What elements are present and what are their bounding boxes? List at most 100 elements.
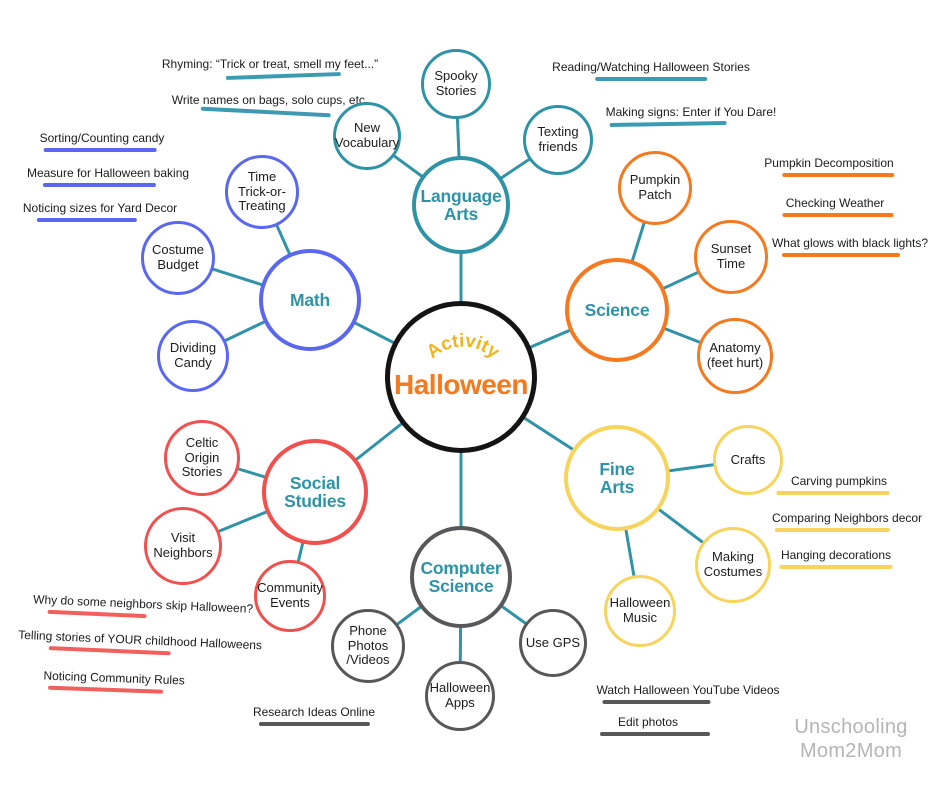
- annotation-underline-sorting-counting-candy: [43, 148, 157, 152]
- annotation-noticing-sizes: Noticing sizes for Yard Decor: [23, 201, 177, 222]
- node-label-making-costumes: Making Costumes: [703, 549, 763, 579]
- annotation-underline-measure-baking: [42, 183, 156, 187]
- annotation-reading-watching: Reading/Watching Halloween Stories: [552, 60, 750, 81]
- node-community-events[interactable]: Community Events: [254, 560, 326, 632]
- node-use-gps[interactable]: Use GPS: [519, 609, 587, 677]
- node-texting-friends[interactable]: Texting friends: [523, 105, 593, 175]
- node-costume-budget[interactable]: Costume Budget: [141, 221, 215, 295]
- node-dividing-candy[interactable]: Dividing Candy: [157, 320, 229, 392]
- node-label-spooky-stories: Spooky Stories: [434, 68, 478, 98]
- node-label-social-studies: Social Studies: [284, 472, 346, 511]
- node-new-vocabulary[interactable]: New Vocabulary: [333, 102, 401, 170]
- node-making-costumes[interactable]: Making Costumes: [695, 527, 771, 603]
- node-label-phone-photos-videos: Phone Photos /Videos: [346, 623, 390, 668]
- node-label-community-events: Community Events: [257, 580, 323, 610]
- node-visit-neighbors[interactable]: Visit Neighbors: [144, 507, 222, 585]
- annotation-black-lights: What glows with black lights?: [772, 236, 928, 257]
- node-label-anatomy-feet-hurt: Anatomy (feet hurt): [706, 340, 764, 370]
- center-badge-label: Activity: [422, 329, 504, 362]
- watermark-line1: Unschooling: [794, 716, 908, 738]
- node-label-visit-neighbors: Visit Neighbors: [153, 530, 213, 560]
- center-title: Halloween: [394, 369, 528, 400]
- node-label-language-arts: Language Arts: [420, 185, 502, 224]
- node-label-sunset-time: Sunset Time: [710, 241, 752, 271]
- node-label-crafts: Crafts: [730, 451, 766, 467]
- annotation-rhyming: Rhyming: “Trick or treat, smell my feet.…: [161, 57, 379, 80]
- annotation-comparing-decor: Comparing Neighbors decor: [772, 511, 922, 532]
- node-computer-science[interactable]: Computer Science: [410, 526, 512, 628]
- node-halloween-music[interactable]: Halloween Music: [604, 575, 676, 647]
- annotation-text-youtube-videos: Watch Halloween YouTube Videos: [596, 683, 780, 697]
- annotation-text-reading-watching: Reading/Watching Halloween Stories: [552, 60, 750, 74]
- annotation-text-research-online: Research Ideas Online: [252, 705, 376, 719]
- annotation-underline-edit-photos: [600, 732, 710, 736]
- annotation-underline-black-lights: [781, 253, 900, 257]
- node-label-new-vocabulary: New Vocabulary: [334, 120, 400, 150]
- watermark-unschooling-mom2mom: Unschooling Mom2Mom: [772, 716, 930, 763]
- node-fine-arts[interactable]: Fine Arts: [564, 425, 670, 531]
- node-label-use-gps: Use GPS: [525, 634, 581, 650]
- annotation-hanging-decorations: Hanging decorations: [779, 548, 893, 569]
- node-label-math: Math: [289, 289, 331, 310]
- annotation-underline-hanging-decorations: [779, 565, 893, 569]
- annotation-write-names: Write names on bags, solo cups, etc.: [171, 93, 369, 117]
- node-label-pumpkin-patch: Pumpkin Patch: [629, 172, 681, 202]
- annotation-making-signs: Making signs: Enter if You Dare!: [605, 105, 777, 127]
- annotation-underline-carving-pumpkins: [776, 491, 890, 495]
- node-pumpkin-patch[interactable]: Pumpkin Patch: [618, 151, 692, 225]
- activity-arc-text: Activity: [422, 329, 504, 362]
- node-label-celtic-origin-stories: Celtic Origin Stories: [181, 435, 223, 480]
- annotation-text-hanging-decorations: Hanging decorations: [780, 548, 892, 562]
- node-label-time-trick-or-treating: Time Trick-or- Treating: [238, 169, 286, 214]
- node-science[interactable]: Science: [565, 258, 669, 362]
- annotation-text-checking-weather: Checking Weather: [785, 196, 885, 210]
- node-halloween-apps[interactable]: Halloween Apps: [425, 661, 495, 731]
- node-spooky-stories[interactable]: Spooky Stories: [421, 49, 491, 119]
- annotation-pumpkin-decomposition: Pumpkin Decomposition: [764, 156, 894, 177]
- annotation-text-rhyming: Rhyming: “Trick or treat, smell my feet.…: [161, 57, 379, 71]
- annotation-checking-weather: Checking Weather: [780, 196, 894, 217]
- annotation-underline-noticing-sizes: [36, 218, 137, 222]
- annotation-underline-pumpkin-decomposition: [782, 173, 894, 177]
- node-crafts[interactable]: Crafts: [713, 425, 783, 495]
- annotation-youtube-videos: Watch Halloween YouTube Videos: [596, 683, 780, 704]
- annotation-text-measure-baking: Measure for Halloween baking: [26, 166, 190, 180]
- node-sunset-time[interactable]: Sunset Time: [694, 220, 768, 294]
- annotation-text-comparing-decor: Comparing Neighbors decor: [771, 511, 923, 525]
- annotation-research-online: Research Ideas Online: [253, 705, 375, 726]
- annotation-underline-checking-weather: [782, 213, 894, 217]
- node-language-arts[interactable]: Language Arts: [412, 156, 510, 254]
- node-label-fine-arts: Fine Arts: [599, 458, 635, 497]
- annotation-text-sorting-counting-candy: Sorting/Counting candy: [39, 131, 165, 145]
- center-node-halloween[interactable]: Activity Halloween: [385, 301, 537, 453]
- annotation-text-pumpkin-decomposition: Pumpkin Decomposition: [764, 156, 894, 170]
- node-label-science: Science: [584, 299, 650, 320]
- annotation-measure-baking: Measure for Halloween baking: [27, 166, 189, 187]
- annotation-underline-youtube-videos: [601, 700, 710, 704]
- annotation-text-noticing-sizes: Noticing sizes for Yard Decor: [22, 201, 178, 215]
- annotation-text-black-lights: What glows with black lights?: [771, 236, 929, 250]
- watermark-line2: Mom2Mom: [799, 739, 903, 762]
- node-time-trick-or-treating[interactable]: Time Trick-or- Treating: [225, 155, 299, 229]
- annotation-text-carving-pumpkins: Carving pumpkins: [790, 474, 888, 488]
- annotation-text-edit-photos: Edit photos: [617, 715, 679, 729]
- annotation-underline-reading-watching: [594, 77, 707, 81]
- node-label-dividing-candy: Dividing Candy: [169, 340, 217, 370]
- annotation-text-making-signs: Making signs: Enter if You Dare!: [605, 105, 777, 119]
- node-math[interactable]: Math: [259, 249, 361, 351]
- node-celtic-origin-stories[interactable]: Celtic Origin Stories: [164, 420, 240, 496]
- annotation-text-write-names: Write names on bags, solo cups, etc.: [171, 93, 369, 107]
- annotation-carving-pumpkins: Carving pumpkins: [776, 474, 896, 495]
- node-label-halloween-music: Halloween Music: [609, 595, 671, 625]
- node-phone-photos-videos[interactable]: Phone Photos /Videos: [331, 609, 405, 683]
- node-anatomy-feet-hurt[interactable]: Anatomy (feet hurt): [697, 318, 773, 394]
- svg-text:Activity: Activity: [422, 329, 504, 362]
- node-label-texting-friends: Texting friends: [537, 124, 579, 154]
- node-label-costume-budget: Costume Budget: [151, 242, 205, 272]
- node-label-computer-science: Computer Science: [420, 557, 502, 596]
- node-social-studies[interactable]: Social Studies: [262, 439, 368, 545]
- annotation-underline-research-online: [258, 722, 370, 726]
- annotation-sorting-counting-candy: Sorting/Counting candy: [39, 131, 165, 152]
- annotation-underline-comparing-decor: [774, 528, 890, 532]
